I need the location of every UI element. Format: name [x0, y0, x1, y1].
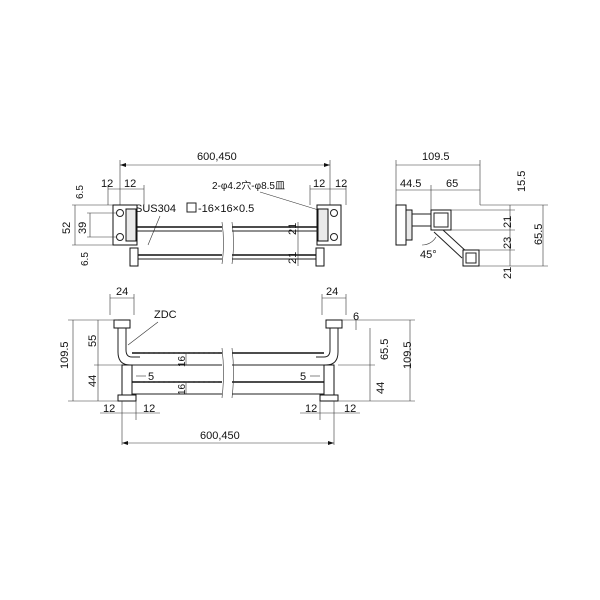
front-12a: 12: [103, 403, 115, 415]
side-44-5: 44.5: [400, 178, 421, 190]
top-6-5-b: 6.5: [80, 252, 91, 266]
top-right-12b: 12: [335, 178, 347, 190]
front-5-left: 5: [148, 371, 154, 383]
front-24-right: 24: [326, 286, 338, 298]
front-width-label: 600,450: [200, 430, 240, 442]
section-label: -16×16×0.5: [198, 203, 254, 215]
front-44-left: 44: [87, 375, 99, 387]
top-21-a: 21: [287, 223, 299, 235]
side-23: 23: [502, 237, 514, 249]
front-16-b: 16: [177, 383, 188, 395]
front-12c: 12: [305, 403, 317, 415]
top-21-b: 21: [287, 252, 299, 264]
front-12d: 12: [344, 403, 356, 415]
side-15-5: 15.5: [516, 171, 528, 192]
front-65-5: 65.5: [379, 339, 391, 360]
hole-note: 2-φ4.2穴-φ8.5皿: [212, 179, 285, 192]
front-44-right: 44: [375, 382, 387, 394]
top-6-5-a: 6.5: [75, 185, 86, 199]
side-21-a: 21: [502, 216, 514, 228]
top-width-label: 600,450: [197, 151, 237, 163]
side-65-5: 65.5: [533, 224, 545, 245]
front-view: 24 24 ZDC: [59, 286, 415, 445]
top-left-12a: 12: [101, 178, 113, 190]
front-55: 55: [87, 335, 99, 347]
side-45deg: 45°: [420, 249, 437, 261]
top-right-12a: 12: [313, 178, 325, 190]
top-39: 39: [77, 222, 89, 234]
top-left-12b: 12: [124, 178, 136, 190]
material-label: SUS304: [135, 203, 176, 215]
top-52: 52: [61, 222, 73, 234]
front-12b: 12: [143, 403, 155, 415]
front-6: 6: [353, 311, 359, 323]
side-view: 109.5 44.5 65 45° 15.5 21 23 21 65.: [395, 151, 548, 279]
front-5-right: 5: [300, 371, 306, 383]
zdc-label: ZDC: [154, 309, 177, 321]
front-24-left: 24: [116, 286, 128, 298]
front-109-5-left: 109.5: [59, 341, 71, 369]
top-view: 600,450 12 12 12 12 2-φ4.2穴-φ8.5皿 SUS304…: [61, 151, 347, 267]
front-109-5-right: 109.5: [402, 341, 414, 369]
side-109-5: 109.5: [422, 151, 450, 163]
side-65: 65: [446, 178, 458, 190]
side-21-b: 21: [502, 267, 514, 279]
front-16-a: 16: [177, 355, 188, 367]
